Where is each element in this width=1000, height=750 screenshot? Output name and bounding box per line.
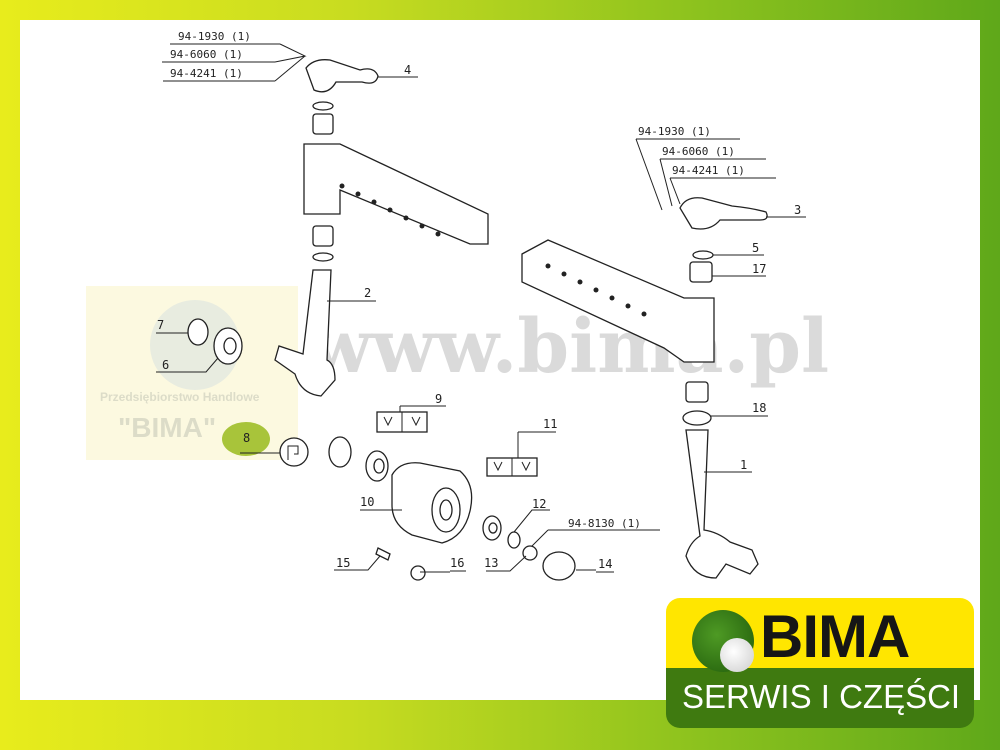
watermark-company: Przedsiębiorstwo Handlowe (100, 390, 260, 404)
steering-arm-3 (679, 197, 768, 230)
steering-arm-4 (305, 59, 379, 93)
bima-logo: BIMA SERWIS I CZĘŚCI (666, 598, 976, 728)
logo-tagline: SERWIS I CZĘŚCI (682, 678, 961, 715)
part-number-5: 5 (752, 241, 759, 255)
logo-name: BIMA (760, 603, 910, 670)
right-ref-callouts: 94-1930 (1) 94-6060 (1) 94-4241 (1) (635, 125, 776, 211)
part-number-17: 17 (752, 262, 766, 276)
highlight-marker (222, 422, 270, 456)
part-number-3: 3 (794, 203, 801, 217)
axle-beam-right (521, 239, 715, 363)
ref-label: 94-4241 (1) (672, 164, 745, 177)
part-number-14: 14 (598, 557, 612, 571)
stub-axle-2 (274, 269, 336, 397)
left-ref-callouts: 94-1930 (1) 94-6060 (1) 94-4241 (1) (162, 30, 307, 82)
part-number-18: 18 (752, 401, 766, 415)
stub-axle-1 (685, 429, 759, 579)
ref-label: 94-6060 (1) (662, 145, 735, 158)
part-number-8: 8 (243, 431, 250, 445)
part-number-9: 9 (435, 392, 442, 406)
part-number-16: 16 (450, 556, 464, 570)
part-number-12: 12 (532, 497, 546, 511)
ref-label: 94-6060 (1) (170, 48, 243, 61)
ref-label: 94-4241 (1) (170, 67, 243, 80)
part-number-11: 11 (543, 417, 557, 431)
part-number-1: 1 (740, 458, 747, 472)
part-number-2: 2 (364, 286, 371, 300)
part-number-10: 10 (360, 495, 374, 509)
part-number-15: 15 (336, 556, 350, 570)
axle-beam-left (303, 143, 489, 245)
ref-label: 94-1930 (1) (178, 30, 251, 43)
part-number-6: 6 (162, 358, 169, 372)
ref-label: 94-1930 (1) (638, 125, 711, 138)
part-number-7: 7 (157, 318, 164, 332)
watermark-name: "BIMA" (118, 412, 217, 443)
part-number-4: 4 (404, 63, 411, 77)
part-number-13: 13 (484, 556, 498, 570)
watermark-url: www.bima.pl (307, 304, 829, 390)
hub-ref-label: 94-8130 (1) (568, 517, 641, 530)
